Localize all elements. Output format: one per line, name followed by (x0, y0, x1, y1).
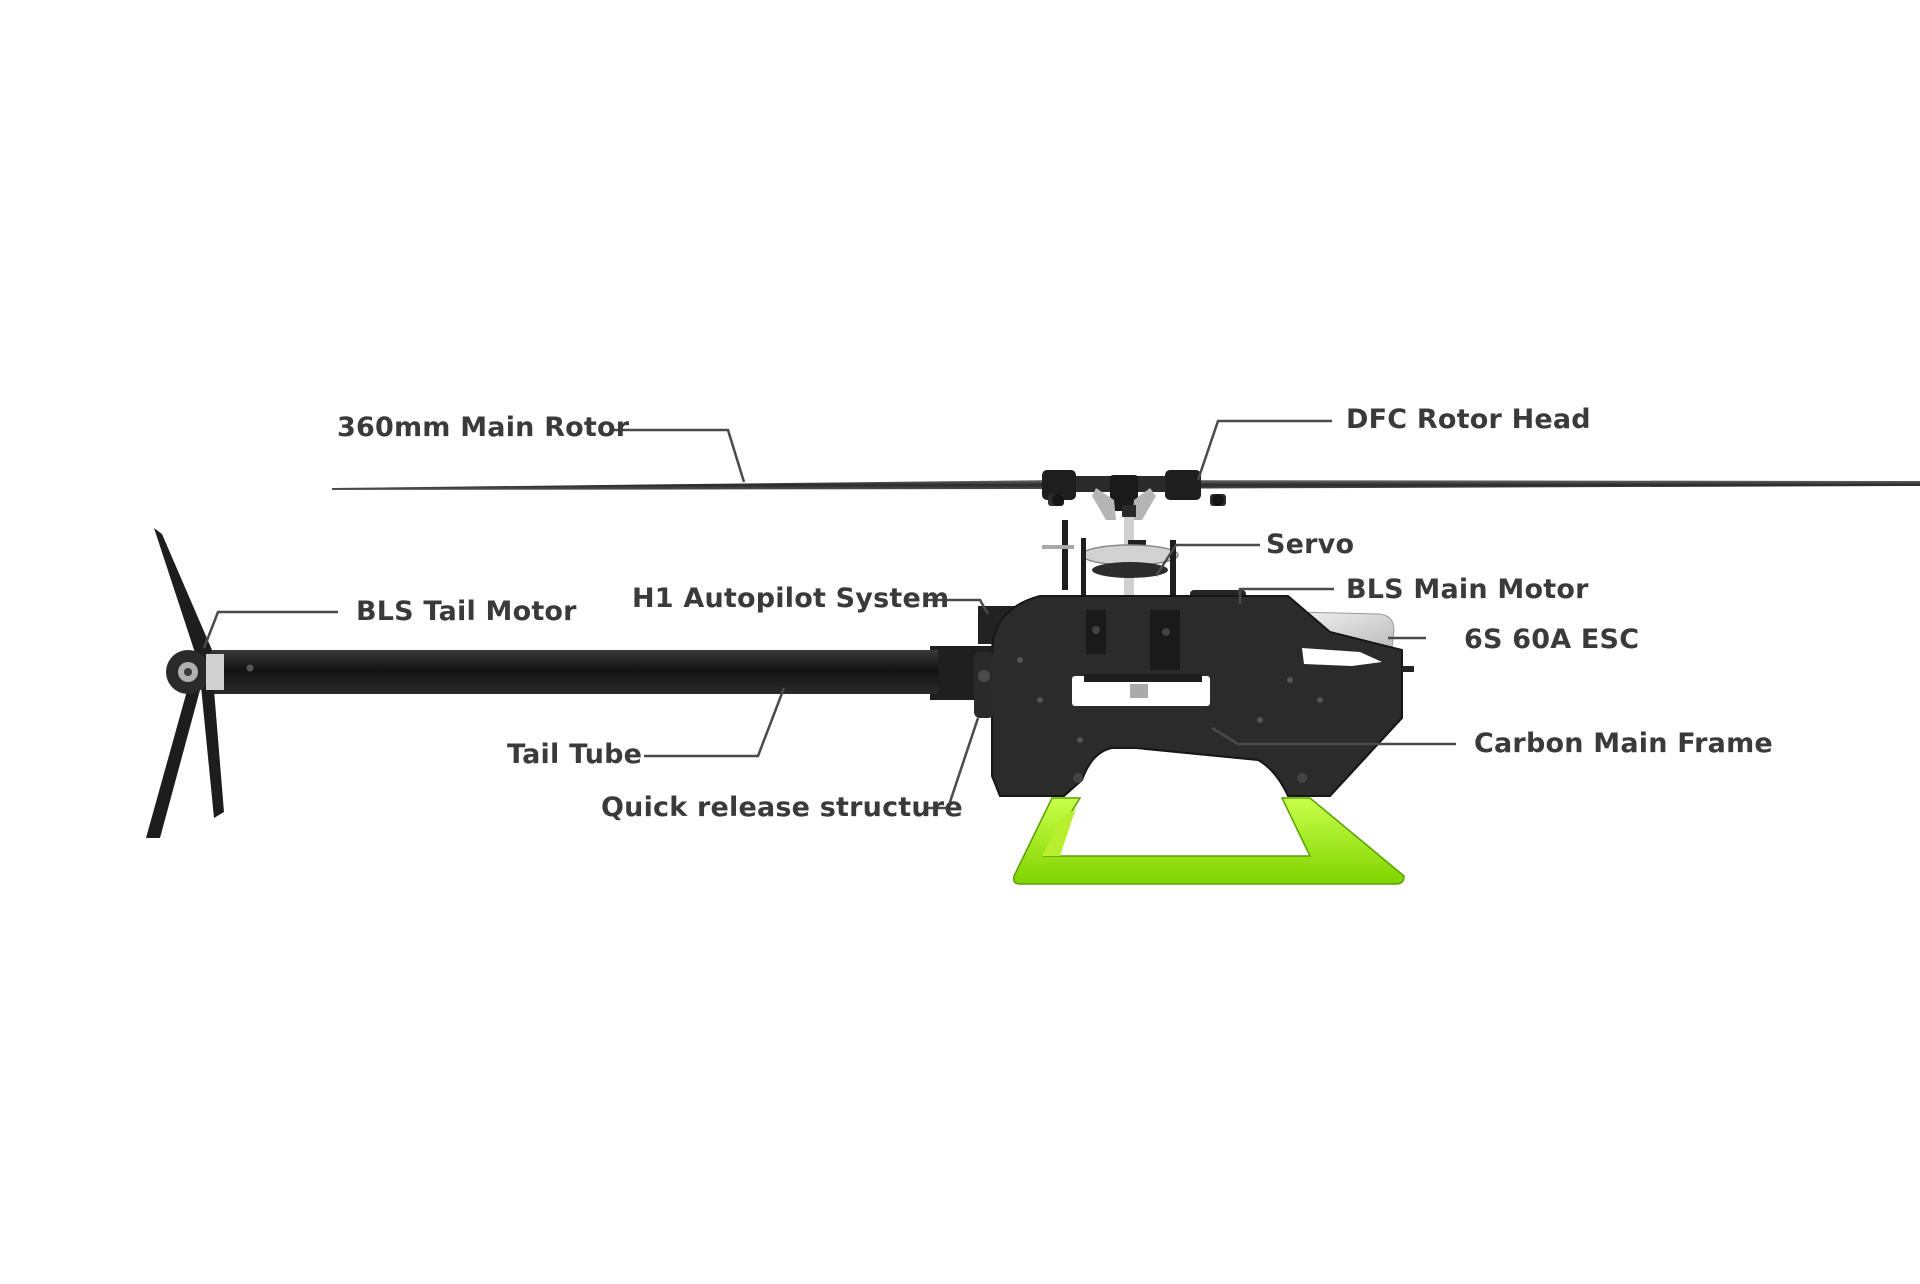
leader-tail-motor (202, 610, 338, 649)
label-autopilot: H1 Autopilot System (632, 583, 950, 614)
label-main-motor: BLS Main Motor (1346, 574, 1589, 605)
leader-lines (202, 419, 1456, 810)
tail-tube (206, 650, 938, 694)
landing-skid (1012, 797, 1405, 885)
leader-main-rotor (612, 428, 746, 483)
label-tail-tube: Tail Tube (507, 739, 643, 770)
quick-release-structure (930, 646, 994, 718)
carbon-main-frame (991, 595, 1414, 797)
leader-main-motor (1238, 587, 1334, 604)
tail-rotor (146, 528, 224, 838)
rotor-head (1042, 470, 1226, 520)
label-rotor-head: DFC Rotor Head (1346, 404, 1591, 435)
mast-swashplate (1042, 505, 1179, 615)
label-main-rotor: 360mm Main Rotor (337, 412, 630, 443)
leader-tail-tube (644, 687, 786, 758)
label-tail-motor: BLS Tail Motor (356, 596, 577, 627)
label-quick-release: Quick release structure (601, 792, 963, 823)
label-main-frame: Carbon Main Frame (1474, 728, 1773, 759)
leader-autopilot (926, 598, 990, 615)
label-esc: 6S 60A ESC (1464, 624, 1640, 655)
leader-servo (1154, 543, 1260, 577)
leader-main-frame (1211, 726, 1456, 746)
leader-rotor-head (1196, 419, 1332, 481)
leader-quick-release (926, 717, 980, 810)
label-servo: Servo (1266, 529, 1355, 560)
